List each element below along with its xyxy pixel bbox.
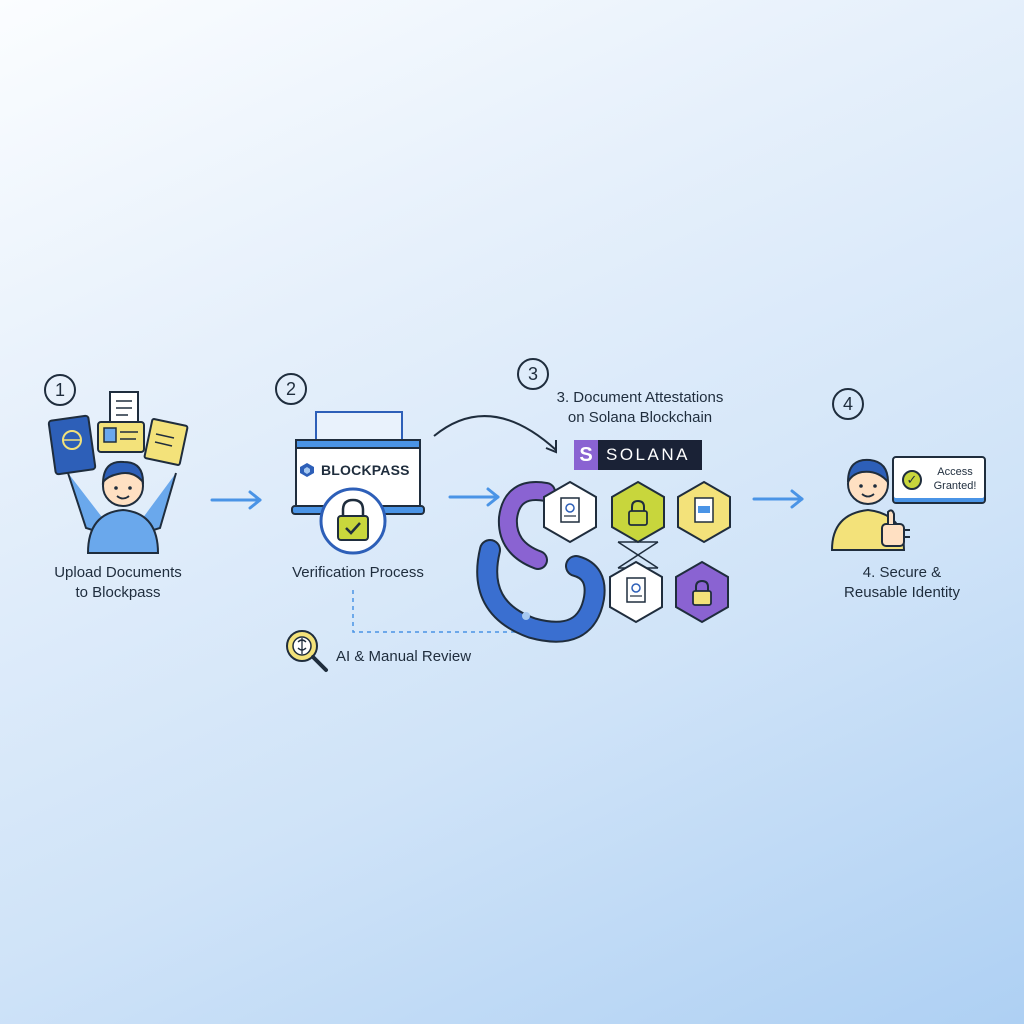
- solana-logo: S SOLANA: [574, 440, 702, 470]
- blockpass-icon: [300, 463, 314, 477]
- hexagon-node-icon: [611, 480, 665, 544]
- id-card-icon: [97, 421, 145, 453]
- step-3-caption: 3. Document Attestations on Solana Block…: [540, 388, 740, 428]
- step-3-number: 3: [517, 358, 549, 390]
- chain-link-icon: [476, 481, 606, 643]
- arrow-right-icon: [448, 487, 500, 507]
- person-icon: [830, 458, 910, 551]
- access-line1: Access: [937, 466, 973, 478]
- hexagon-node-icon: [675, 560, 729, 624]
- passport-icon: [47, 414, 97, 476]
- hexagon-node-icon: [677, 480, 731, 544]
- blockpass-logo-text: BLOCKPASS: [321, 462, 410, 478]
- step-1-label-line1: Upload Documents: [54, 564, 182, 581]
- arrow-right-icon: [752, 489, 804, 509]
- solana-mark: S: [574, 440, 598, 470]
- hexagon-node-icon: [609, 560, 663, 624]
- document-icon: [143, 418, 189, 466]
- step-3-label-line2: on Solana Blockchain: [567, 409, 713, 426]
- step-2-caption: Verification Process: [278, 563, 438, 583]
- check-circle-icon: ✓: [902, 470, 922, 490]
- thumbs-up-icon: [881, 509, 910, 547]
- review-connector: [352, 590, 526, 633]
- laptop-icon: [291, 411, 425, 515]
- document-icon: [109, 391, 139, 427]
- solana-logo-text: SOLANA: [606, 445, 690, 464]
- blockpass-logo: BLOCKPASS: [299, 452, 411, 488]
- access-line2: Granted!: [933, 480, 977, 492]
- step-1-caption: Upload Documents to Blockpass: [38, 563, 198, 603]
- step-1-label-line2: to Blockpass: [75, 584, 161, 601]
- curved-arrow-icon: [433, 415, 557, 454]
- step-1-illustration: [47, 391, 189, 554]
- hexagon-network: [543, 480, 731, 624]
- step-1-number: 1: [44, 374, 76, 406]
- step-2-label-line1: Verification Process: [292, 564, 424, 581]
- access-granted-text: Access Granted!: [928, 465, 982, 493]
- brain-magnifier-icon: [286, 630, 328, 672]
- step-2-number: 2: [275, 373, 307, 405]
- step-4-label-line2: Reusable Identity: [844, 584, 960, 601]
- review-label: AI & Manual Review: [336, 648, 472, 665]
- step-4-number: 4: [832, 388, 864, 420]
- step-3-label-line1: 3. Document Attestations: [556, 389, 724, 406]
- step-4-label-line1: 4. Secure &: [862, 564, 942, 581]
- lock-icon: [319, 487, 387, 555]
- step-4-caption: 4. Secure & Reusable Identity: [822, 563, 982, 603]
- access-granted-card: ✓ Access Granted!: [892, 456, 986, 504]
- hexagon-node-icon: [543, 480, 597, 544]
- arrow-right-icon: [210, 490, 262, 510]
